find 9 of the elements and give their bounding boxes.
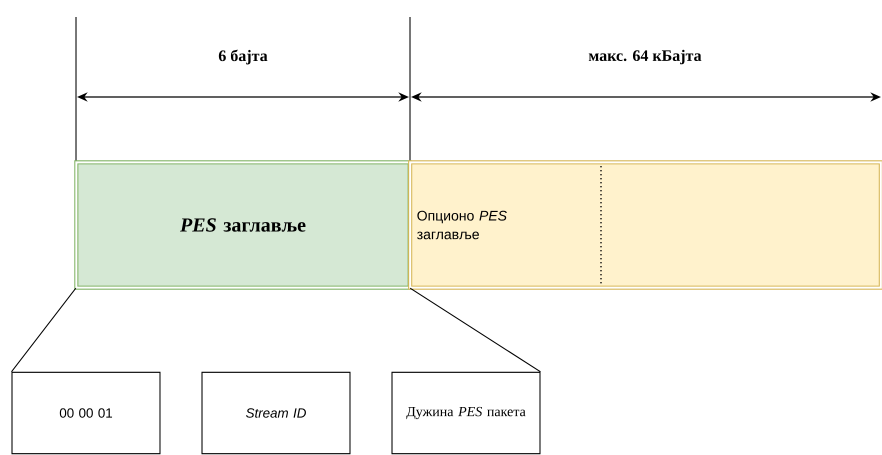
optional-header-block: Опционо PES заглавље: [408, 160, 882, 290]
dimension-label: 6 бајта: [218, 50, 268, 64]
zoom-line: [410, 288, 541, 372]
zoom-line: [11, 288, 76, 372]
field-box: Дужина PES пакета: [391, 372, 541, 454]
dimension-label: макс. 64 кБајта: [588, 50, 702, 64]
field-box: 00 00 01: [11, 372, 161, 454]
header-block: PES заглавље: [74, 160, 412, 290]
field-box: Stream ID: [201, 372, 351, 454]
